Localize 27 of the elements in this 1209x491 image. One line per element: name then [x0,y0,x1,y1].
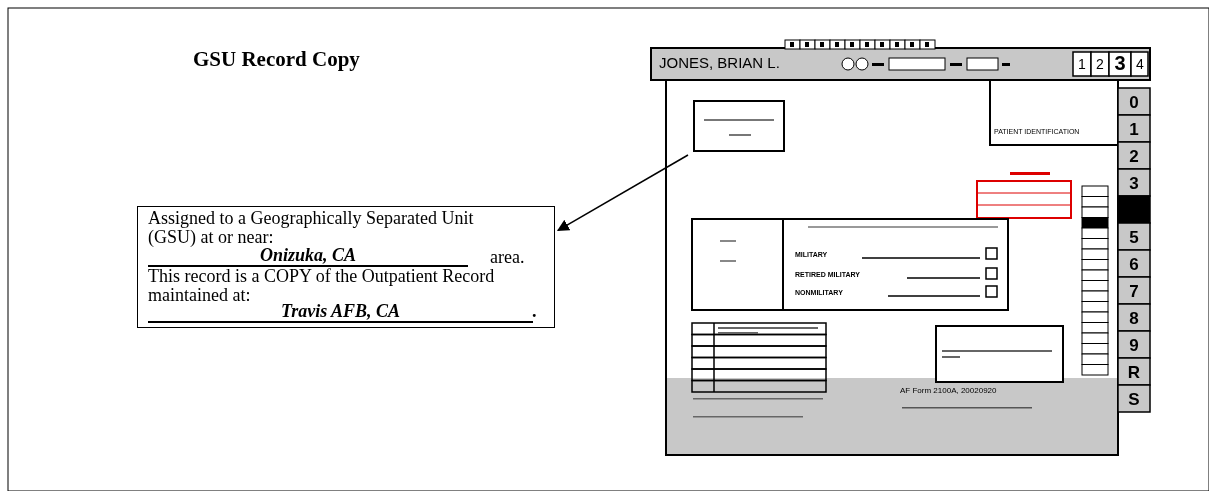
tab-label: 8 [1128,308,1140,330]
tab-label: R [1126,362,1142,384]
form-number: AF Form 2100A, 20020920 [900,386,997,395]
tab-label: 2 [1095,55,1105,74]
notice-text: This record is a COPY of the Outpatient Record maintained at: [148,267,496,305]
diagram-title: GSU Record Copy [193,47,360,72]
tab-label: 1 [1128,119,1140,141]
patient-name: JONES, BRIAN L. [659,54,780,71]
tab-label: 1 [1077,55,1087,74]
tab-label: 0 [1128,92,1140,114]
notice-text: . [532,302,537,321]
tab-label: 9 [1128,335,1140,357]
gsu-sticker [693,100,785,152]
tab-label: 4 [1135,55,1145,74]
filled-field: Travis AFB, CA [148,302,533,323]
notice-text: Assigned to a Geographically Separated Unit (GSU) at or near: [148,209,475,247]
tab-label: 3 [1114,51,1126,76]
notice-text: area. [490,248,525,267]
tab-label: 5 [1128,227,1140,249]
tab-label: S [1127,389,1141,411]
tab-label: 7 [1128,281,1140,303]
filled-field: Onizuka, CA [148,246,468,267]
tab-label: 3 [1128,173,1140,195]
tab-label: 2 [1128,146,1140,168]
arrow [556,154,689,232]
gsu-notice-card [137,206,555,328]
tab-label: 6 [1128,254,1140,276]
